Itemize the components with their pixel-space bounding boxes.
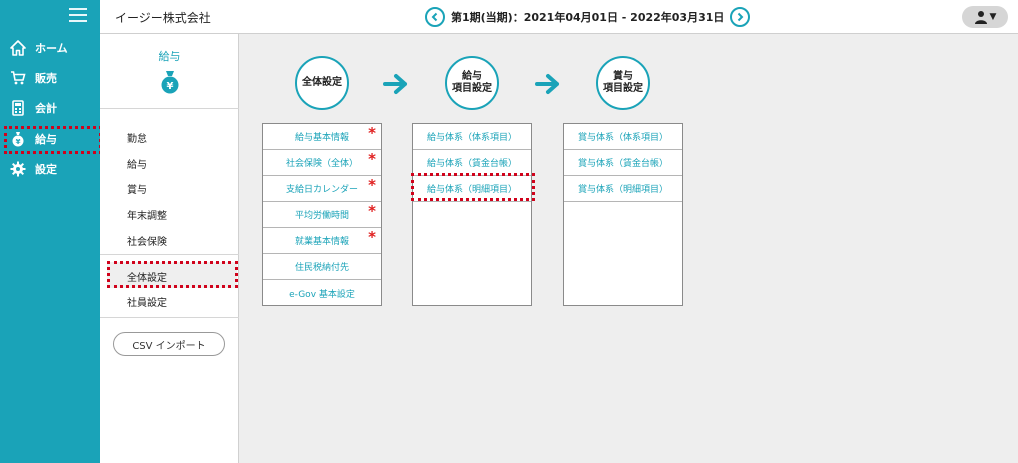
link-label: 賞与体系（賃金台帳） (577, 159, 668, 169)
link-label: 給与基本情報 (294, 133, 349, 143)
panel-link[interactable]: 賞与体系（体系項目） (564, 124, 682, 150)
chevron-down-icon: ▼ (989, 12, 997, 22)
required-mark: * (368, 202, 376, 220)
header: イージー株式会社 第1期(当期)：2021年04月01日 - 2022年03月3… (100, 0, 1018, 34)
menu-icon[interactable] (69, 8, 87, 22)
main-content: 全体設定 給与 項目設定 賞与 項目設定 給与基本情報 * 社会保険（全体） * 支… (240, 35, 1018, 463)
panel-link[interactable]: 給与基本情報 * (263, 124, 381, 150)
panel-link[interactable]: 賞与体系（明細項目） (564, 176, 682, 202)
link-label: e-Gov 基本設定 (289, 289, 355, 300)
bonus-items-panel: 賞与体系（体系項目） 賞与体系（賃金台帳） 賞与体系（明細項目） (563, 123, 683, 306)
nav-item-label: 会計 (35, 102, 57, 115)
general-settings-panel: 給与基本情報 * 社会保険（全体） * 支給日カレンダー * 平均労働時間 * 就業基本… (262, 123, 382, 306)
sub-nav: 給与 ¥ 勤怠 給与 賞与 年末調整 社会保険 全体設定 社員設定 CSV イン… (100, 34, 239, 463)
panel-link[interactable]: 社会保険（全体） * (263, 150, 381, 176)
nav-item-accounting[interactable]: 会計 (0, 94, 100, 122)
link-label: 支給日カレンダー (285, 185, 358, 195)
sub-highlight-box (107, 261, 238, 288)
nav-item-payroll[interactable]: ¥ 給与 (0, 125, 100, 153)
sub-item-employee-settings[interactable]: 社員設定 (127, 298, 167, 309)
link-label: 給与体系（賃金台帳） (426, 159, 517, 169)
nav-item-settings[interactable]: 設定 (0, 155, 100, 183)
salary-items-panel: 給与体系（体系項目） 給与体系（賃金台帳） 給与体系（明細項目） (412, 123, 532, 306)
step-label: 全体設定 (302, 77, 342, 88)
step-label: 賞与 項目設定 (603, 71, 643, 94)
nav-item-sales[interactable]: 販売 (0, 64, 100, 92)
arrow-right-icon (535, 74, 559, 94)
link-label: 給与体系（体系項目） (426, 133, 517, 143)
panel-link[interactable]: 給与体系（明細項目） (413, 176, 531, 202)
chevron-left-icon (431, 12, 438, 22)
company-name: イージー株式会社 (115, 11, 211, 25)
panel-link[interactable]: 住民税納付先 (263, 254, 381, 280)
home-icon (10, 40, 26, 56)
prev-period-button[interactable] (425, 7, 445, 27)
nav-item-label: 設定 (35, 163, 57, 176)
sub-item-year-end[interactable]: 年末調整 (127, 211, 167, 222)
next-period-button[interactable] (730, 7, 751, 27)
nav-item-label: 販売 (35, 72, 57, 85)
step-bonus-items[interactable]: 賞与 項目設定 (596, 56, 650, 110)
divider (100, 254, 239, 255)
chevron-right-icon (738, 12, 744, 22)
period-selector: 第1期(当期)：2021年04月01日 - 2022年03月31日 (425, 6, 751, 28)
link-label: 賞与体系（体系項目） (577, 133, 668, 143)
required-mark: * (368, 228, 376, 246)
link-label: 平均労働時間 (294, 211, 349, 221)
gear-icon (10, 161, 26, 177)
money-bag-icon: ¥ (161, 71, 179, 94)
step-salary-items[interactable]: 給与 項目設定 (445, 56, 499, 110)
cart-icon (10, 70, 26, 86)
yen-symbol: ¥ (167, 81, 174, 92)
calculator-icon (10, 100, 26, 116)
panel-link[interactable]: 就業基本情報 * (263, 228, 381, 254)
step-general-settings[interactable]: 全体設定 (295, 56, 349, 110)
divider (100, 317, 239, 318)
active-item-background (107, 262, 237, 288)
link-label: 社会保険（全体） (285, 159, 358, 169)
nav-highlight-box (4, 126, 102, 154)
arrow-right-icon (383, 74, 407, 94)
sub-item-bonus[interactable]: 賞与 (127, 185, 147, 196)
step-label: 給与 項目設定 (452, 71, 492, 94)
money-bag-icon: ¥ (10, 131, 26, 147)
sub-item-attendance[interactable]: 勤怠 (127, 134, 147, 145)
svg-text:¥: ¥ (16, 138, 21, 146)
divider (100, 108, 239, 109)
link-label: 就業基本情報 (294, 237, 349, 247)
required-mark: * (368, 124, 376, 142)
panel-link[interactable]: 賞与体系（賃金台帳） (564, 150, 682, 176)
link-label: 賞与体系（明細項目） (577, 185, 668, 195)
panel-link[interactable]: 支給日カレンダー * (263, 176, 381, 202)
required-mark: * (368, 176, 376, 194)
sub-item-social-insurance[interactable]: 社会保険 (127, 237, 167, 248)
panel-highlight-box (411, 173, 535, 201)
required-mark: * (368, 150, 376, 168)
sub-item-general-settings[interactable]: 全体設定 (127, 273, 167, 284)
user-icon (974, 11, 987, 24)
sub-nav-title: 給与 (158, 50, 181, 63)
nav-item-home[interactable]: ホーム (0, 34, 100, 62)
sub-item-salary[interactable]: 給与 (127, 160, 147, 171)
panel-link[interactable]: 給与体系（体系項目） (413, 124, 531, 150)
csv-import-button[interactable]: CSV インポート (113, 332, 225, 356)
period-label: 第1期(当期)：2021年04月01日 - 2022年03月31日 (451, 11, 725, 24)
nav-item-label: ホーム (35, 42, 68, 55)
nav-item-label: 給与 (35, 133, 57, 146)
left-nav: ホーム 販売 会計 ¥ 給与 設定 (0, 0, 102, 463)
panel-link[interactable]: e-Gov 基本設定 (263, 280, 381, 306)
user-menu-button[interactable]: ▼ (962, 6, 1008, 28)
panel-link[interactable]: 平均労働時間 * (263, 202, 381, 228)
link-label: 住民税納付先 (294, 263, 349, 273)
link-label: 給与体系（明細項目） (426, 185, 517, 195)
